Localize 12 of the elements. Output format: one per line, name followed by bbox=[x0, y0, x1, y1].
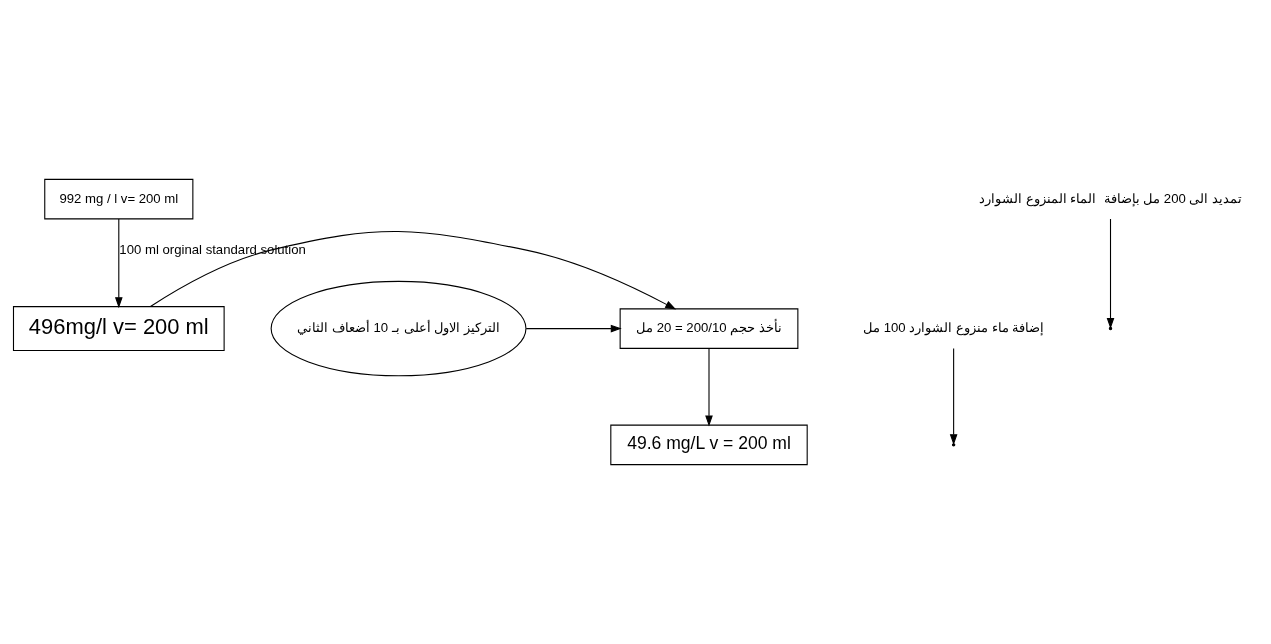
node-box: 992 mg / l v= 200 ml bbox=[44, 178, 194, 220]
node-text: إضافة ماء منزوع الشوارد 100 مل bbox=[863, 319, 1045, 335]
arrow bbox=[949, 347, 958, 446]
node-box: 496mg/l v= 200 ml bbox=[12, 306, 225, 352]
arrow bbox=[705, 347, 713, 427]
node-box: 49.6 mg/L v = 200 ml bbox=[610, 424, 808, 466]
arrow bbox=[525, 324, 622, 333]
arrow bbox=[149, 230, 677, 310]
node-box: نأخذ حجم 200/10 = 20 مل bbox=[619, 308, 799, 349]
node-text: تمديد الى 200 مل بإضافة الماء المنزوع الشوارد bbox=[978, 190, 1243, 206]
arrow bbox=[114, 218, 123, 309]
node-ellipse: التركيز الاول أعلى بـ 10 أضعاف الثاني bbox=[270, 280, 527, 377]
